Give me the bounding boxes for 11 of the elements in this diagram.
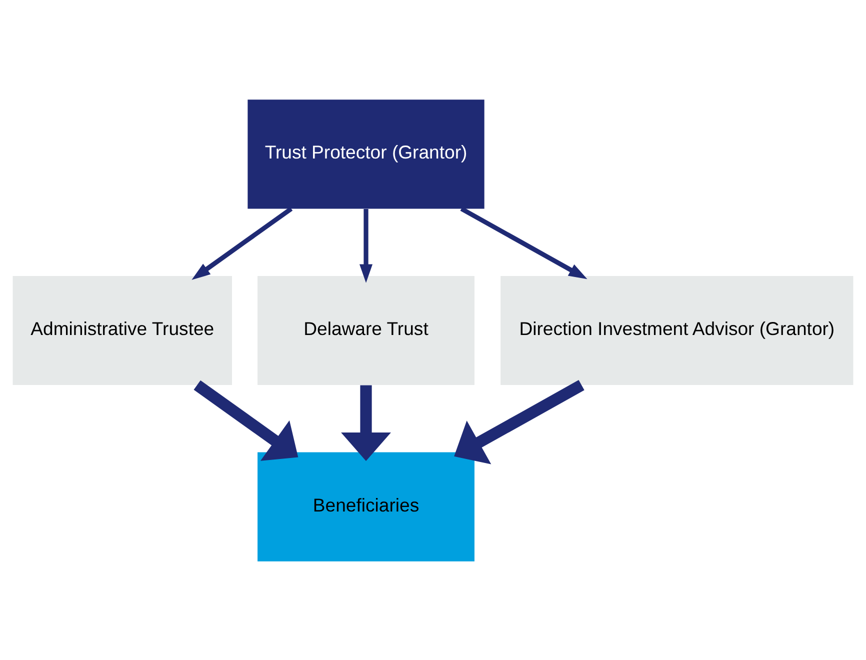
node-box: Beneficiaries	[258, 452, 474, 561]
node-box: Delaware Trust	[258, 275, 474, 385]
arrow	[454, 379, 584, 464]
node-box: Administrative Trustee	[12, 275, 232, 385]
arrow	[192, 206, 293, 280]
arrow	[460, 206, 588, 279]
node-box: Trust Protector (Grantor)	[248, 99, 484, 208]
arrow	[194, 380, 298, 460]
arrow	[341, 384, 391, 461]
node-box: Direction Investment Advisor (Grantor)	[500, 275, 854, 385]
arrow	[359, 208, 373, 282]
